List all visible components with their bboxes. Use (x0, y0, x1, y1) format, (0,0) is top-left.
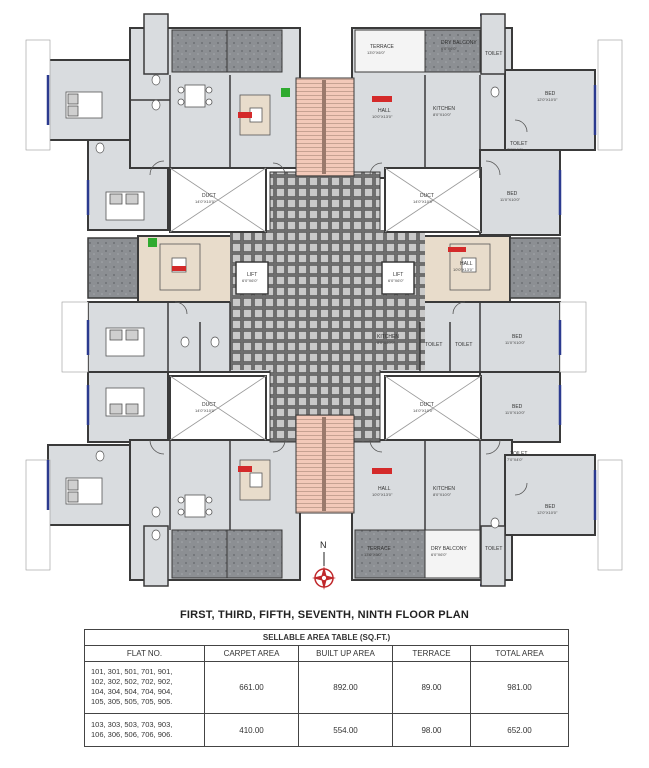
label-bed-ne-size: 12'0"X10'0" (537, 97, 558, 102)
label-kitchen-ne-size: 8'0"X10'0" (433, 112, 452, 117)
lobby-border-right (370, 230, 425, 370)
label-dry-balcony-s-size: 6'0"X6'0" (431, 552, 448, 557)
plant-icons (148, 88, 290, 247)
label-bed-se-size: 12'0"X10'0" (537, 510, 558, 515)
label-kitchen-se: KITCHEN (433, 486, 455, 492)
label-terrace-s: TERRACE (367, 546, 392, 552)
central-lobby (269, 171, 381, 443)
label-lift-e-size: 6'0"X6'0" (388, 278, 405, 283)
flat-numbers-cell: 103, 303, 503, 703, 903, 106, 306, 506, … (84, 713, 205, 747)
label-lift-w: LIFT (247, 272, 257, 278)
header-carpet-area: CARPET AREA (204, 645, 299, 662)
total-area-cell: 981.00 (470, 660, 569, 715)
label-duct-nw: DUCT (202, 193, 216, 199)
header-flat-no: FLAT NO. (84, 645, 205, 662)
bed-furniture (65, 91, 145, 505)
lift-west (235, 261, 269, 295)
label-bed-e3-size: 11'0"X10'0" (505, 410, 526, 415)
label-toilet-se-size: 7'0"X4'0" (507, 457, 524, 462)
terrace-cell: 98.00 (392, 713, 471, 747)
floor-plan-title: FIRST, THIRD, FIFTH, SEVENTH, NINTH FLOO… (179, 609, 470, 621)
label-duct-se: DUCT (420, 402, 434, 408)
flat-numbers-cell: 101, 301, 501, 701, 901, 102, 302, 502, … (84, 660, 205, 715)
label-lift-e: LIFT (393, 272, 403, 278)
sellable-area-table: SELLABLE AREA TABLE (SQ.FT.) FLAT NO. CA… (84, 628, 569, 747)
label-toilet-e1: TOILET (425, 342, 442, 348)
label-toilet-se: TOILET (510, 451, 527, 457)
label-toilet-ne: TOILET (510, 141, 527, 147)
label-bed-e2: BED (512, 334, 523, 340)
label-duct-sw: DUCT (202, 402, 216, 408)
label-duct-ne: DUCT (420, 193, 434, 199)
label-bed-ne: BED (545, 91, 556, 97)
label-hall-ne: HALL (378, 108, 391, 114)
header-total-area: TOTAL AREA (470, 645, 569, 662)
header-built-up-area: BUILT UP AREA (298, 645, 393, 662)
total-area-cell: 652.00 (470, 713, 569, 747)
built-up-area-cell: 892.00 (298, 660, 393, 715)
label-hall-ne-size: 10'0"X13'0" (372, 114, 393, 119)
label-toilet-s: TOILET (485, 546, 502, 552)
flat-line: 103, 303, 503, 703, 903, (91, 720, 173, 730)
label-kitchen-e: KITCHEN (377, 334, 399, 340)
label-terrace-s-size: 13'0"X6'0" (364, 552, 383, 557)
carpet-area-cell: 661.00 (204, 660, 299, 715)
east-wing (351, 27, 596, 581)
label-kitchen-e-size: 8'0"X10'0" (377, 340, 396, 345)
header-terrace: TERRACE (392, 645, 471, 662)
label-toilet-n: TOILET (485, 51, 502, 57)
label-dry-balcony-n-size: 6'0"X6'0" (441, 46, 458, 51)
label-dry-balcony-s: DRY BALCONY (431, 546, 467, 552)
living-furniture (159, 84, 491, 518)
lobby-border (230, 230, 280, 370)
label-bed-e2-size: 11'0"X10'0" (505, 340, 526, 345)
table-row: 103, 303, 503, 703, 903, 106, 306, 506, … (84, 713, 569, 747)
flat-line: 105, 305, 505, 705, 905. (91, 697, 173, 707)
flat-line: 101, 301, 501, 701, 901, (91, 667, 173, 677)
label-hall-e-size: 10'0"X13'0" (453, 267, 474, 272)
label-dry-balcony-n: DRY BALCONY (441, 40, 477, 46)
built-up-area-cell: 554.00 (298, 713, 393, 747)
label-bed-e1-size: 11'0"X10'0" (500, 197, 521, 202)
label-duct-se-size: 14'0"X10'0" (413, 408, 434, 413)
floor-plan: KITCHEN 8'0"X10'0" HALL 10'0"X13'0" BED … (25, 13, 623, 590)
label-hall-se-size: 10'0"X13'0" (372, 492, 393, 497)
table-row: 101, 301, 501, 701, 901, 102, 302, 502, … (84, 660, 569, 715)
flat-line: 102, 302, 502, 702, 902, (91, 677, 173, 687)
north-compass: N (312, 540, 336, 590)
carpet-area-cell: 410.00 (204, 713, 299, 747)
label-toilet-e2: TOILET (455, 342, 472, 348)
furniture-markers (172, 96, 466, 474)
label-duct-ne-size: 14'0"X10'0" (413, 199, 434, 204)
table-caption: SELLABLE AREA TABLE (SQ.FT.) (84, 628, 569, 647)
label-kitchen-ne: KITCHEN (433, 106, 455, 112)
toilet-fixtures (95, 74, 500, 541)
label-lift-w-size: 6'0"X6'0" (242, 278, 259, 283)
room-labels: KITCHEN 8'0"X10'0" HALL 10'0"X13'0" BED … (195, 40, 558, 557)
terrace-cell: 89.00 (392, 660, 471, 715)
label-bed-e1: BED (507, 191, 518, 197)
table-caption-row: SELLABLE AREA TABLE (SQ.FT.) (84, 628, 569, 647)
lift-east (381, 261, 415, 295)
label-kitchen-se-size: 8'0"X10'0" (433, 492, 452, 497)
label-bed-e3: BED (512, 404, 523, 410)
label-terrace-n-size: 13'0"X6'0" (367, 50, 386, 55)
label-bed-se: BED (545, 504, 556, 510)
flat-line: 104, 304, 504, 704, 904, (91, 687, 173, 697)
label-hall-se: HALL (378, 486, 391, 492)
north-label: N (320, 540, 327, 550)
flat-line: 106, 306, 506, 706, 906. (91, 730, 173, 740)
label-duct-nw-size: 14'0"X10'0" (195, 199, 216, 204)
label-duct-sw-size: 14'0"X10'0" (195, 408, 216, 413)
floor-plan-drawing: KITCHEN 8'0"X10'0" HALL 10'0"X13'0" BED … (25, 13, 623, 590)
label-hall-e: HALL (460, 261, 473, 267)
ducts (169, 167, 482, 441)
label-terrace-n: TERRACE (370, 44, 395, 50)
label-toilet-ne-size: 7'0"X4'0" (507, 147, 524, 152)
table-header-row: FLAT NO. CARPET AREA BUILT UP AREA TERRA… (84, 645, 569, 662)
